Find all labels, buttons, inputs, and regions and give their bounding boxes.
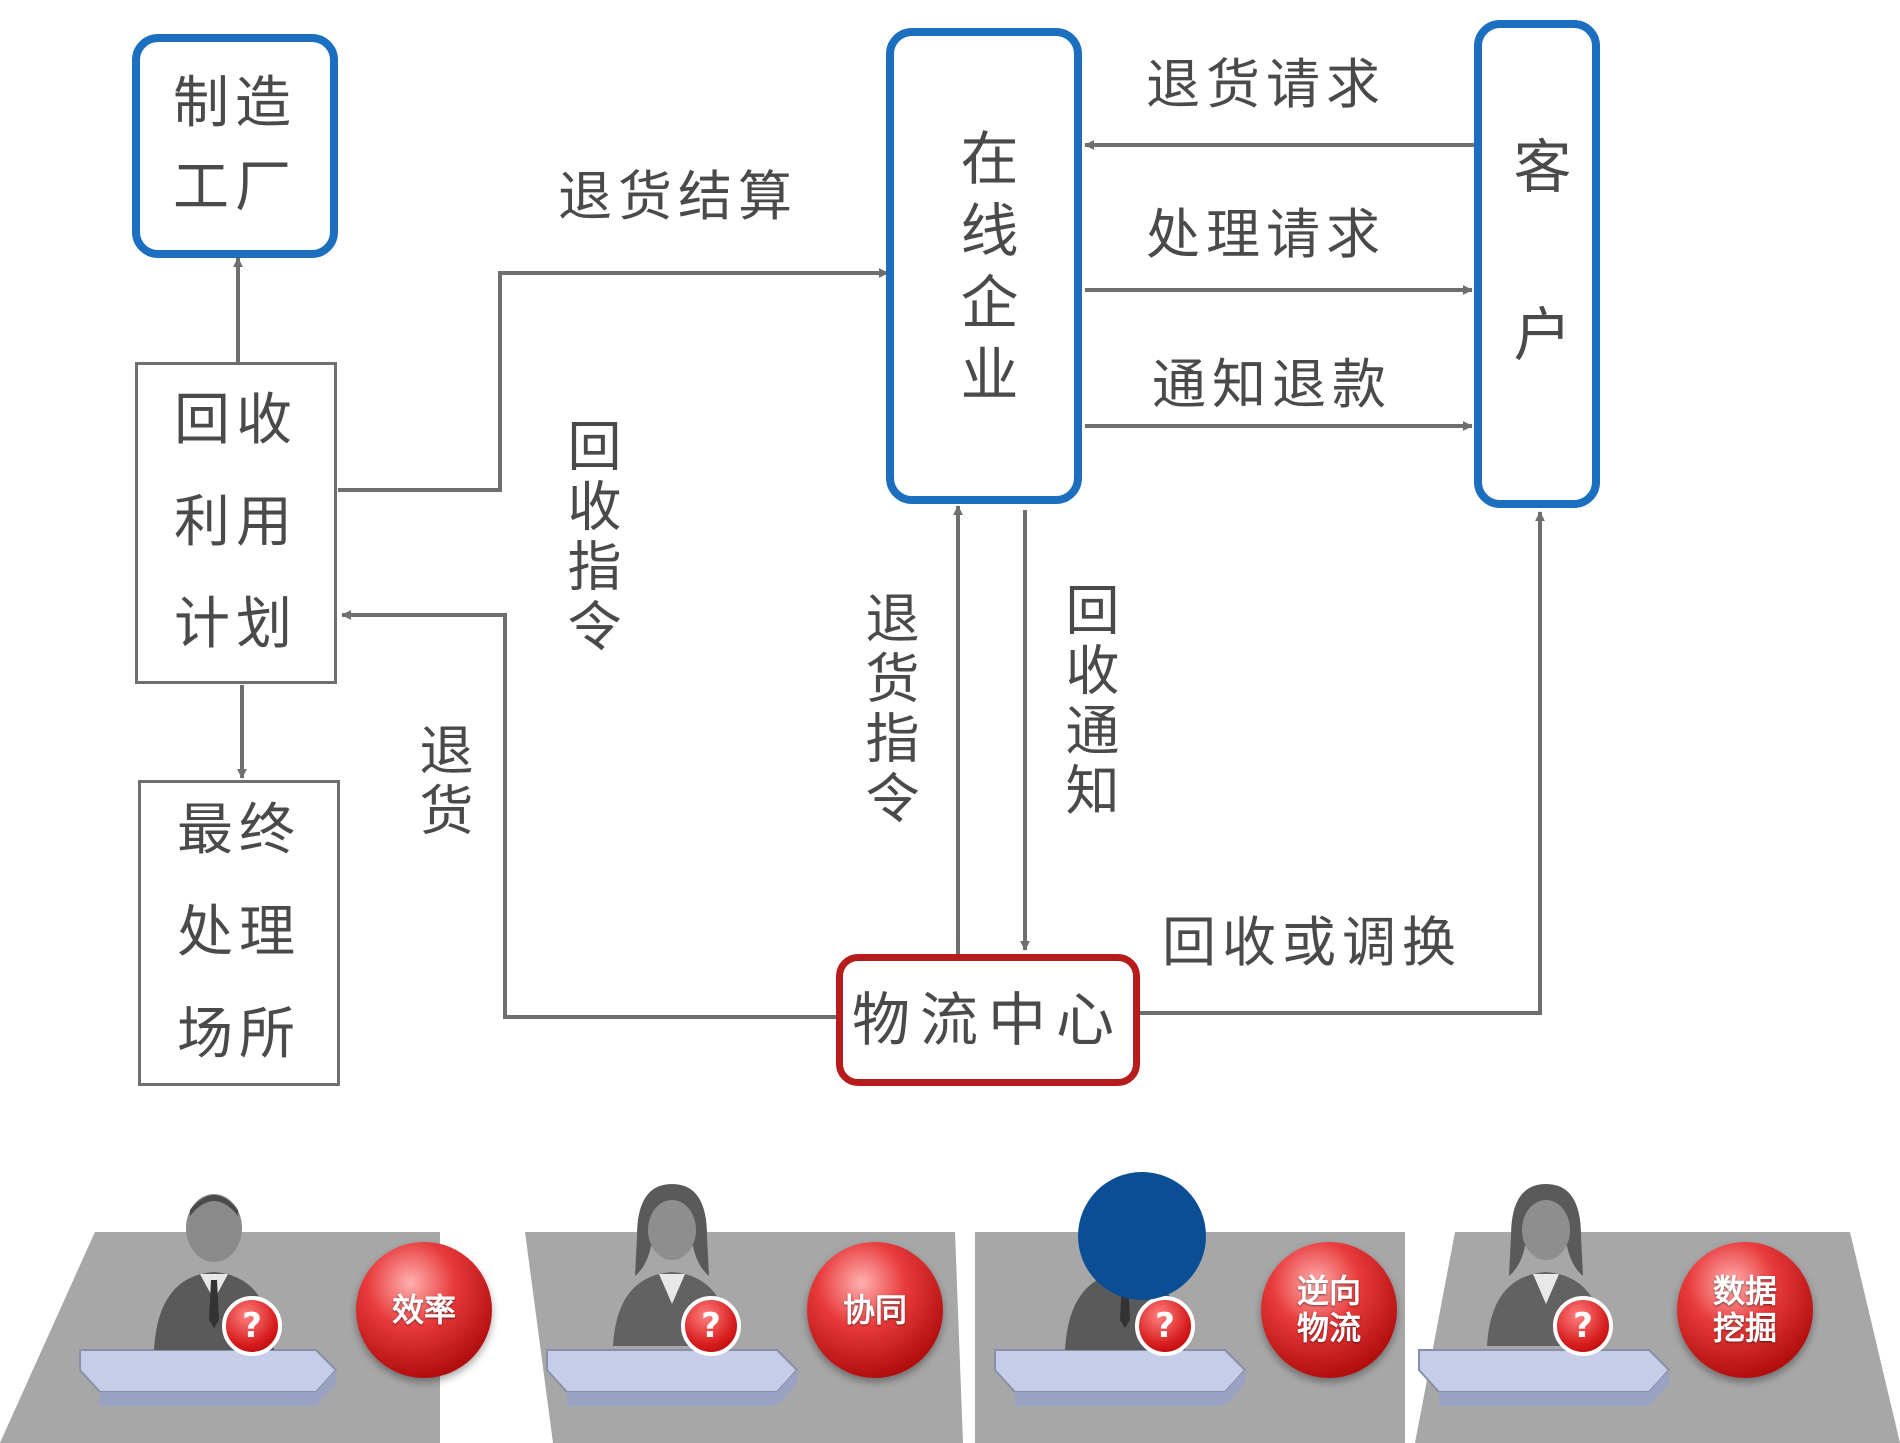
bubble-efficiency: 效率 bbox=[356, 1242, 492, 1378]
bubble-reverse-logistics: 逆向物流 bbox=[1261, 1242, 1397, 1378]
bottom-panel-4: ? 数据挖掘 bbox=[1415, 1184, 1900, 1443]
label-recycle-or-exchange: 回收或调换 bbox=[1162, 911, 1462, 974]
question-badge: ? bbox=[1135, 1296, 1195, 1356]
bubble-collaboration: 协同 bbox=[807, 1242, 943, 1378]
node-customer-label: 客户 bbox=[1503, 136, 1572, 472]
node-recycle-plan-line-1: 回收 bbox=[174, 388, 298, 453]
question-mark: ? bbox=[701, 1306, 721, 1346]
label-refund-notice: 通知退款 bbox=[1152, 353, 1392, 416]
label-return-instruction: 退货指令 bbox=[856, 590, 919, 830]
node-recycle-plan: 回收 利用 计划 bbox=[135, 362, 337, 684]
question-mark: ? bbox=[1155, 1306, 1175, 1346]
bottom-panel-3: ? 逆向物流 bbox=[975, 1194, 1415, 1443]
arrow-logistics-to-plan bbox=[341, 610, 840, 1019]
label-return-settlement: 退货结算 bbox=[558, 165, 798, 228]
question-mark: ? bbox=[242, 1306, 262, 1346]
arrow-plan-to-enterprise bbox=[338, 268, 889, 492]
node-factory: 制造工厂 bbox=[132, 34, 338, 258]
connector-lines bbox=[233, 140, 1545, 1019]
node-final-disposal: 最终 处理 场所 bbox=[138, 780, 340, 1086]
node-recycle-plan-line-2: 利用 bbox=[174, 490, 298, 555]
businesswoman-icon bbox=[1487, 1184, 1605, 1346]
label-process-request: 处理请求 bbox=[1146, 203, 1386, 266]
label-recycle-notice: 回收通知 bbox=[1056, 582, 1119, 822]
bottom-panel-1: ? 效率 bbox=[0, 1194, 492, 1443]
bubble-data-mining: 数据挖掘 bbox=[1677, 1242, 1813, 1378]
blue-dot-marker bbox=[1078, 1172, 1206, 1300]
node-final-disposal-line-2: 处理 bbox=[177, 900, 301, 965]
node-online-enterprise-label: 在线企业 bbox=[950, 128, 1019, 416]
bubble-data-mining-label: 数据挖掘 bbox=[1712, 1272, 1777, 1347]
bubble-efficiency-label: 效率 bbox=[391, 1290, 456, 1329]
bubble-reverse-logistics-label: 逆向物流 bbox=[1296, 1272, 1361, 1347]
arrow-logistics-to-customer bbox=[1137, 511, 1545, 1015]
question-badge: ? bbox=[222, 1296, 282, 1356]
node-logistics-center: 物流中心 bbox=[836, 954, 1140, 1086]
label-return-goods: 退货 bbox=[410, 722, 473, 842]
label-recycle-instruction: 回收指令 bbox=[558, 418, 621, 658]
node-recycle-plan-line-3: 计划 bbox=[174, 592, 298, 657]
node-final-disposal-line-1: 最终 bbox=[177, 798, 301, 863]
bottom-panel-2: ? 协同 bbox=[525, 1184, 965, 1443]
question-badge: ? bbox=[1553, 1296, 1613, 1356]
label-return-request: 退货请求 bbox=[1146, 53, 1386, 116]
node-online-enterprise: 在线企业 bbox=[886, 28, 1082, 504]
node-final-disposal-line-3: 场所 bbox=[177, 1002, 301, 1067]
node-factory-label: 制造工厂 bbox=[173, 71, 297, 220]
node-customer: 客户 bbox=[1474, 20, 1600, 508]
question-badge: ? bbox=[681, 1296, 741, 1356]
question-mark: ? bbox=[1573, 1306, 1593, 1346]
node-logistics-center-label: 物流中心 bbox=[851, 985, 1124, 1054]
bubble-collaboration-label: 协同 bbox=[842, 1290, 907, 1329]
